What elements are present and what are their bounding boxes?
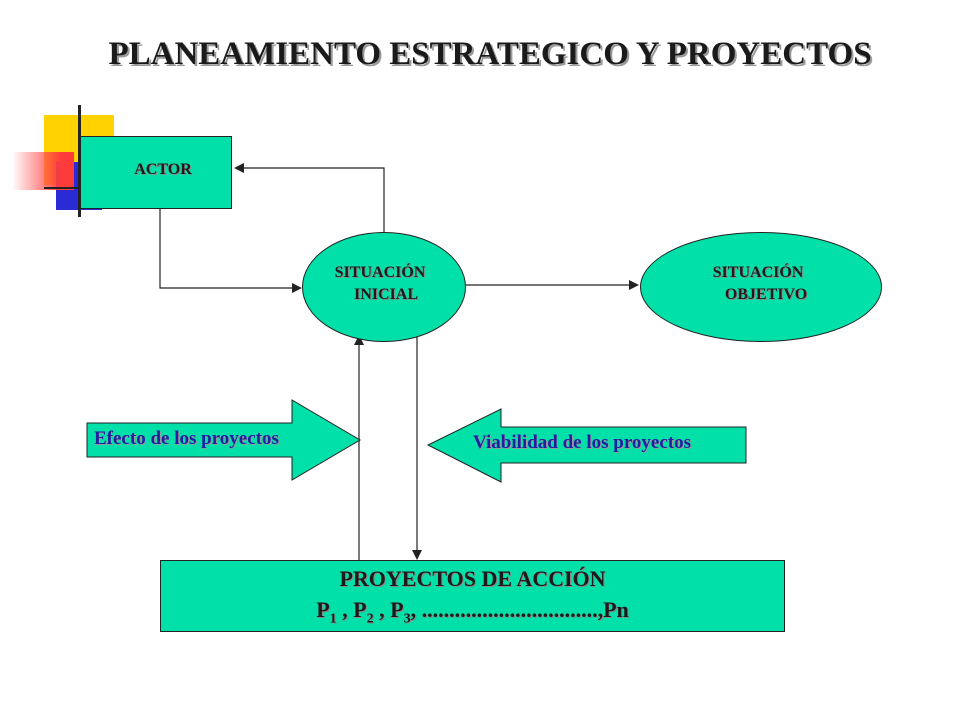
situacion-inicial-ellipse [302,232,466,342]
efecto-arrow-shape [86,399,361,481]
situacion-inicial-label-line1: SITUACIÓN [334,264,426,281]
decor-vertical-line [78,105,81,217]
proyecto-p2-sub: 2 [366,611,374,627]
page-title: PLANEAMIENTO ESTRATEGICO Y PROYECTOS [108,36,872,72]
proyecto-p1-sub: 1 [329,611,337,627]
proyecto-p1-letter: P [316,597,330,622]
situacion-inicial-label-line2: INICIAL [353,286,418,303]
inicial-to-actor-connector [234,163,385,232]
situacion-objetivo-label-line2: OBJETIVO [724,286,808,303]
proyecto-p2-letter: , P [336,597,367,622]
decor-red-bar [12,152,74,190]
viabilidad-arrow-shape [426,408,747,483]
proyecto-pn: , ................................,Pn [410,597,629,622]
efecto-label: Efecto de los proyectos [94,428,279,449]
viabilidad-label: Viabilidad de los proyectos [473,432,691,453]
proyectos-title: PROYECTOS DE ACCIÓN [339,566,606,591]
actor-box [80,136,232,209]
proyecto-p3-sub: 3 [403,611,411,627]
proyecto-p3-letter: , P [373,597,404,622]
actor-to-inicial-connector [159,209,302,293]
actor-label: ACTOR [134,161,192,178]
proyectos-box [160,560,785,632]
situacion-objetivo-ellipse [640,232,882,342]
situacion-objetivo-label-line1: SITUACIÓN [712,264,804,281]
proyectos-list: P1 , P2 , P3, ..........................… [160,597,785,627]
